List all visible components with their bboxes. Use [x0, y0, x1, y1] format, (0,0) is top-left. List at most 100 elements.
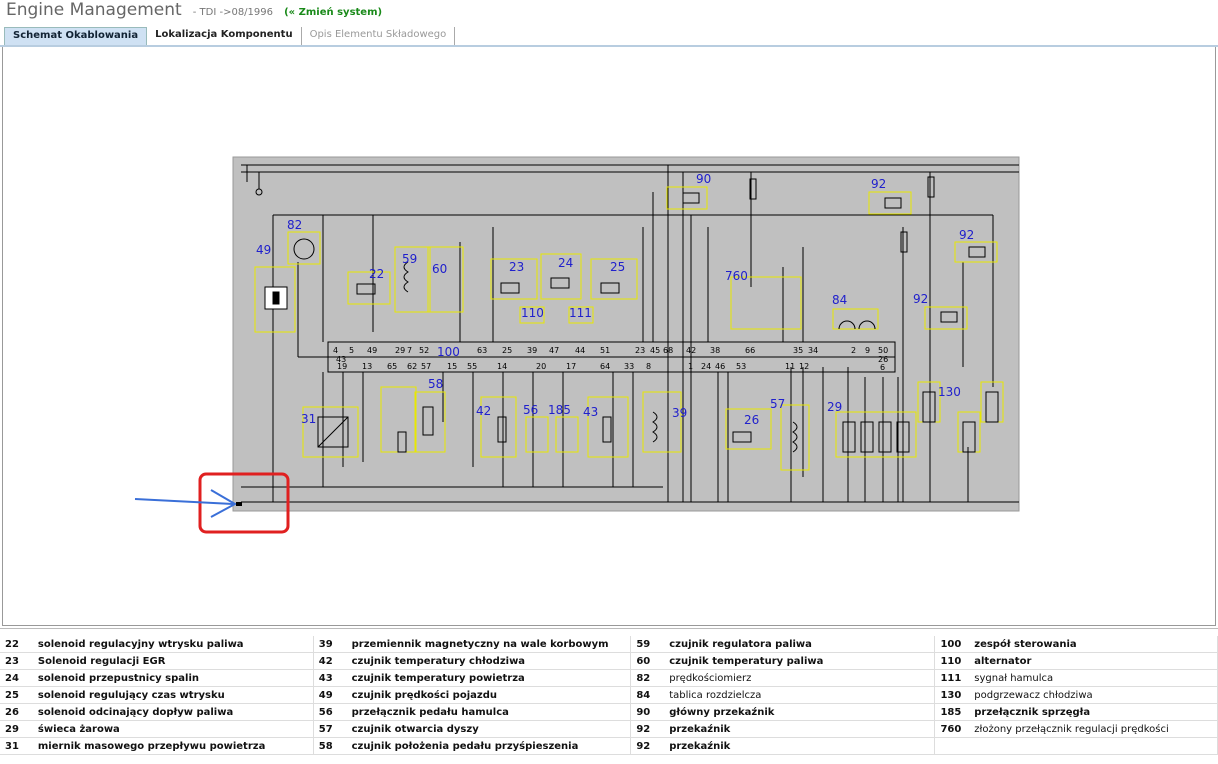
tab-bar: Schemat Okablowania Lokalizacja Komponen… — [4, 27, 456, 46]
connector-pin-label: 57 — [421, 362, 431, 371]
connector-pin-label: 46 — [715, 362, 725, 371]
connector-pin-label: 11 — [785, 362, 795, 371]
arrow-annotation — [134, 489, 238, 518]
component-label[interactable]: 23 — [509, 260, 524, 274]
connector-pin-label: 6 — [880, 363, 885, 372]
legend-description: czujnik temperatury powietrza — [346, 669, 632, 687]
component-label[interactable]: 57 — [770, 397, 785, 411]
legend-number: 110 — [934, 652, 970, 670]
legend-number: 23 — [0, 652, 33, 670]
legend-number — [934, 737, 970, 755]
connector-pin-label: 12 — [799, 362, 809, 371]
system-subtitle: - TDI ->08/1996 — [192, 7, 274, 18]
connector-pin-label: 13 — [362, 362, 372, 371]
legend-number: 92 — [630, 737, 665, 755]
legend-number: 60 — [630, 652, 665, 670]
component-label[interactable]: 92 — [871, 177, 886, 191]
wiring-diagram: 9092824922596023242576084929211011110031… — [134, 156, 1020, 534]
legend-number: 26 — [0, 703, 33, 721]
component-label[interactable]: 29 — [827, 400, 842, 414]
legend-number: 760 — [934, 720, 970, 738]
component-label[interactable]: 92 — [959, 228, 974, 242]
component-label[interactable]: 26 — [744, 413, 759, 427]
legend-description: przemiennik magnetyczny na wale korbowym — [346, 636, 632, 653]
legend-description: przekaźnik — [664, 737, 936, 755]
legend-description: czujnik temperatury chłodziwa — [346, 652, 632, 670]
connector-pin-label: 42 — [686, 346, 696, 355]
component-label[interactable]: 24 — [558, 256, 573, 270]
connector-pin-label: 34 — [808, 346, 818, 355]
connector-pin-label: 35 — [793, 346, 803, 355]
connector-pin-label: 2 — [851, 346, 856, 355]
connector-pin-label: 26 — [878, 355, 888, 364]
component-outlines — [254, 186, 1004, 471]
component-label[interactable]: 92 — [913, 292, 928, 306]
component-label[interactable]: 110 — [521, 306, 544, 320]
component-label[interactable]: 58 — [428, 377, 443, 391]
legend-number: 39 — [313, 636, 347, 653]
legend-number: 84 — [630, 686, 665, 704]
legend-number: 24 — [0, 669, 33, 687]
component-label[interactable]: 90 — [696, 172, 711, 186]
legend-description: solenoid regulujący czas wtrysku — [32, 686, 314, 704]
legend-description: miernik masowego przepływu powietrza — [32, 737, 314, 755]
component-label[interactable]: 25 — [610, 260, 625, 274]
legend-number: 29 — [0, 720, 33, 738]
component-label[interactable]: 42 — [476, 404, 491, 418]
component-label[interactable]: 130 — [938, 385, 961, 399]
legend-description: Solenoid regulacji EGR — [32, 652, 314, 670]
legend-description: zespół sterowania — [969, 636, 1218, 653]
component-label[interactable]: 59 — [402, 252, 417, 266]
connector-pin-label: 9 — [865, 346, 870, 355]
legend-description: złożony przełącznik regulacji prędkości — [969, 720, 1218, 738]
legend-description: przełącznik pedału hamulca — [346, 703, 632, 721]
connector-pin-label: 65 — [387, 362, 397, 371]
connector-pin-label: 1 — [688, 362, 693, 371]
component-label[interactable]: 56 — [523, 403, 538, 417]
connector-pin-label: 20 — [536, 362, 546, 371]
component-label[interactable]: 760 — [725, 269, 748, 283]
tab-wiring-diagram[interactable]: Schemat Okablowania — [4, 27, 148, 46]
connector-pin-label: 19 — [337, 362, 347, 371]
legend-description: główny przekaźnik — [664, 703, 936, 721]
ground-terminal — [236, 502, 242, 506]
component-label[interactable]: 100 — [437, 345, 460, 359]
connector-pin-label: 63 — [477, 346, 487, 355]
connector-pin-label: 47 — [549, 346, 559, 355]
component-label[interactable]: 111 — [569, 306, 592, 320]
component-label[interactable]: 82 — [287, 218, 302, 232]
component-label[interactable]: 49 — [256, 243, 271, 257]
component-label[interactable]: 43 — [583, 405, 598, 419]
connector-pin-label: 14 — [497, 362, 507, 371]
component-label[interactable]: 185 — [548, 403, 571, 417]
component-label[interactable]: 39 — [672, 406, 687, 420]
component-label[interactable]: 84 — [832, 293, 847, 307]
legend-description: alternator — [969, 652, 1218, 670]
connector-pin-label: 50 — [878, 346, 888, 355]
app-header: Engine Management - TDI ->08/1996 (« Zmi… — [6, 0, 382, 24]
legend-description: sygnał hamulca — [969, 669, 1218, 687]
component-label[interactable]: 60 — [432, 262, 447, 276]
component-label[interactable]: 31 — [301, 412, 316, 426]
connector-pin-label: 24 — [701, 362, 711, 371]
connector-pin-label: 62 — [407, 362, 417, 371]
connector-pin-label: 52 — [419, 346, 429, 355]
connector-pin-label: 43 — [336, 355, 346, 364]
legend-number: 92 — [630, 720, 665, 738]
connector-pin-label: 33 — [624, 362, 634, 371]
component-label[interactable]: 22 — [369, 267, 384, 281]
app-title: Engine Management — [6, 0, 182, 20]
connector-pin-label: 45 — [650, 346, 660, 355]
legend-description: czujnik położenia pedału przyśpieszenia — [346, 737, 632, 755]
connector-pin-label: 49 — [367, 346, 377, 355]
legend-description: świeca żarowa — [32, 720, 314, 738]
tab-component-location[interactable]: Lokalizacja Komponentu — [147, 27, 302, 45]
change-system-link[interactable]: (« Zmień system) — [284, 7, 383, 18]
tab-component-description: Opis Elementu Składowego — [302, 27, 456, 45]
